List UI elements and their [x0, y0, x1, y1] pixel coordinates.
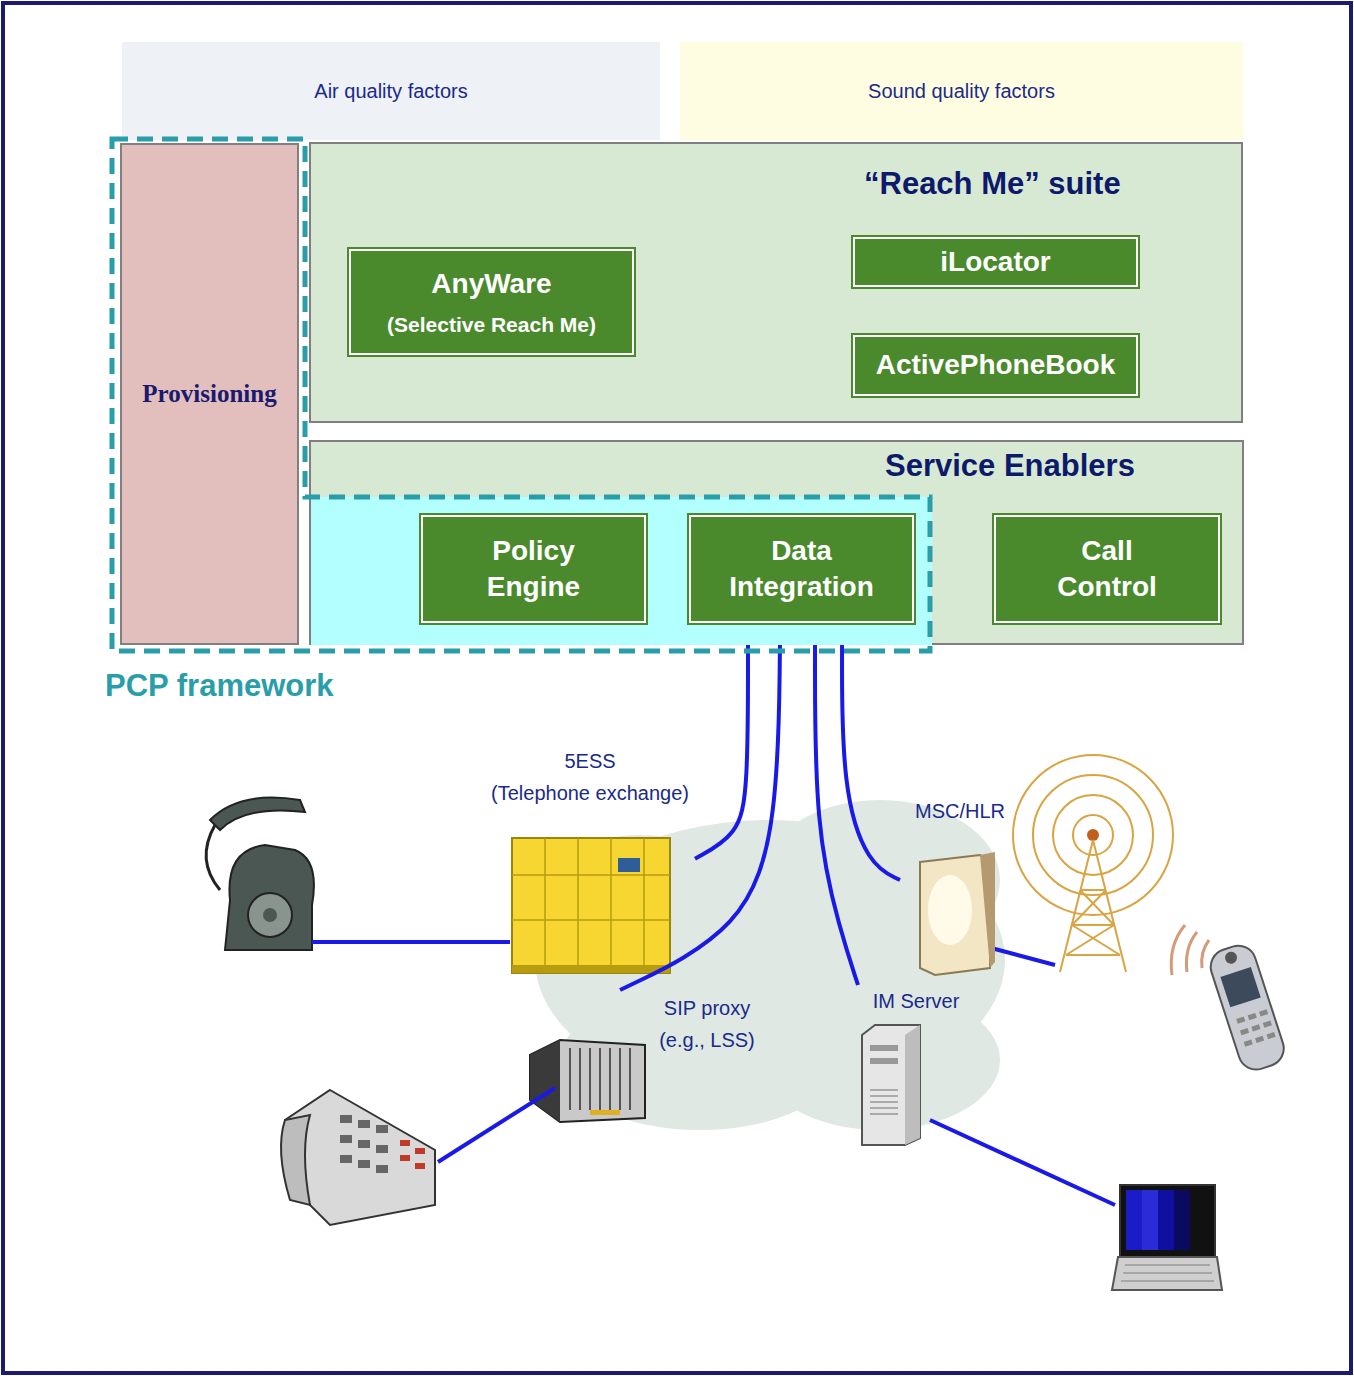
network-link — [842, 645, 900, 880]
node-label: Service Enablers — [885, 448, 1135, 484]
node-label: (Selective Reach Me) — [387, 311, 596, 338]
node-label: 5ESS (Telephone exchange) — [485, 745, 695, 809]
suite-box: “Reach Me” suiteAnyWare (Selective Reach … — [309, 142, 1243, 423]
label-line: Policy — [487, 533, 580, 569]
framework-region: PCP frameworkProvisioning — [110, 137, 932, 653]
node-label: Sound quality factors — [868, 80, 1055, 103]
label-line: Integration — [729, 569, 874, 605]
label-line: (e.g., LSS) — [647, 1024, 767, 1056]
enabler-box: Call Control — [992, 513, 1222, 625]
node-label: Air quality factors — [314, 80, 467, 103]
page-frame — [3, 3, 1351, 1373]
quality-band: Sound quality factors — [680, 42, 1243, 140]
network-link — [695, 645, 748, 859]
label-line: Call — [1057, 533, 1157, 569]
node-label: SIP proxy (e.g., LSS) — [647, 992, 767, 1056]
service-box: AnyWare (Selective Reach Me) — [347, 247, 636, 357]
provisioning-box: Provisioning — [120, 143, 299, 645]
service-box: ActivePhoneBook — [851, 333, 1140, 398]
msc-hlr-icon — [920, 852, 1055, 975]
enabler-box: Data Integration — [687, 513, 916, 625]
enabler-box: Policy Engine — [419, 513, 648, 625]
node-label: AnyWare — [431, 266, 551, 302]
sip-proxy-icon — [530, 1040, 645, 1122]
node-label: IM Server — [856, 985, 976, 1017]
label-line: Control — [1057, 569, 1157, 605]
rotary-phone — [206, 798, 510, 951]
radio-tower — [1013, 755, 1173, 972]
im-server-icon — [862, 1025, 1115, 1205]
node-label: Provisioning — [142, 380, 276, 408]
mobile-phone — [1171, 925, 1288, 1074]
service-box: iLocator — [851, 235, 1140, 289]
label-line: 5ESS — [485, 745, 695, 777]
quality-band: Air quality factors — [122, 42, 660, 140]
laptop-icon — [1112, 1185, 1222, 1290]
node-label: iLocator — [940, 244, 1050, 280]
network-link — [620, 645, 780, 990]
node-label: ActivePhoneBook — [876, 347, 1116, 383]
enablers-box: Service EnablersPolicy Engine Data Integr… — [309, 440, 1244, 645]
network-element: IM Server — [850, 985, 980, 1150]
node-label: “Reach Me” suite — [864, 166, 1121, 202]
network-element: SIP proxy (e.g., LSS) — [525, 990, 770, 1125]
node-label: MSC/HLR — [912, 795, 1008, 827]
dashed-outline — [110, 137, 932, 653]
label-line: Data — [729, 533, 874, 569]
label-line: SIP proxy — [647, 992, 767, 1024]
network-element: MSC/HLR — [900, 795, 1010, 975]
label-line: (Telephone exchange) — [485, 777, 695, 809]
desk-phone — [281, 1088, 555, 1225]
telephone-exchange-icon — [512, 838, 670, 973]
node-label: Data Integration — [729, 533, 874, 606]
node-label: PCP framework — [105, 668, 334, 704]
node-label: Policy Engine — [487, 533, 580, 606]
network-element: 5ESS (Telephone exchange) — [485, 745, 695, 977]
label-line: Engine — [487, 569, 580, 605]
node-label: Call Control — [1057, 533, 1157, 606]
